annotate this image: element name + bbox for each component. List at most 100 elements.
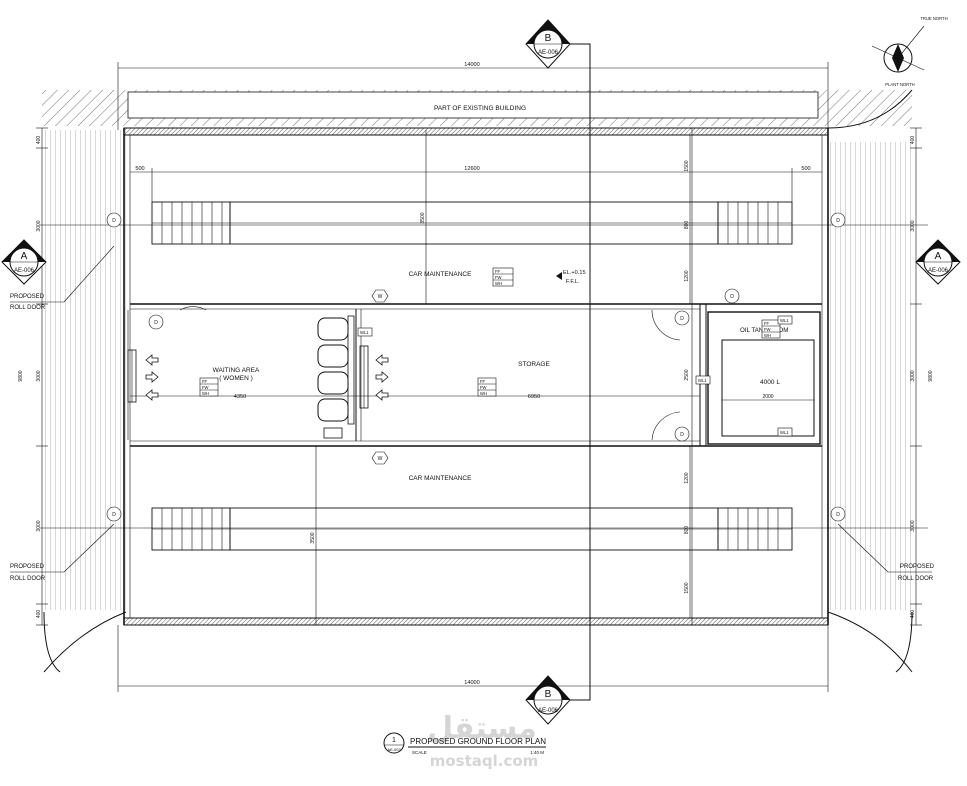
svg-text:D: D: [836, 512, 840, 518]
svg-text:FF: FF: [202, 379, 208, 384]
building-walls: [123, 127, 829, 626]
existing-building: PART OF EXISTING BUILDING: [42, 90, 912, 126]
dim-bay-top-right: 3000: [910, 220, 916, 231]
svg-text:AE-006: AE-006: [928, 268, 949, 274]
door-tag-roll-left-top: D: [106, 212, 122, 228]
door-tag-roll-right-top: D: [830, 212, 846, 228]
svg-text:B: B: [545, 689, 552, 700]
dim-pit-depth-top: 3500: [420, 212, 426, 223]
dim-inner-width: 12600: [464, 166, 480, 172]
dim-bay-mid-right: 3000: [910, 370, 916, 381]
door-tag-waiting: D: [148, 314, 164, 330]
finish-tag-maintenance: FF FW WH: [492, 267, 514, 287]
maintenance-pit-bottom: [151, 507, 793, 551]
watermark: مستقل mostaql.com: [427, 711, 538, 770]
wall-tag-3: WL1: [777, 315, 793, 325]
door-tag-storage-top: D: [674, 310, 690, 326]
left-ramp-arc: [43, 611, 127, 673]
svg-text:D: D: [680, 316, 684, 322]
waiting-seats: [317, 315, 355, 439]
section-marker-b-bottom: B AE-006: [525, 675, 571, 725]
svg-text:W: W: [378, 456, 383, 462]
svg-text:D: D: [730, 294, 734, 300]
svg-text:مستقل: مستقل: [427, 711, 537, 746]
dim-end-left: 500: [135, 166, 144, 172]
window-tag-top: W: [371, 289, 389, 303]
svg-text:PROPOSED: PROPOSED: [10, 294, 45, 300]
dim-bay-bottom-left: 3000: [36, 520, 42, 531]
svg-text:WH: WH: [764, 333, 771, 338]
door-swing-storage-top: [651, 309, 681, 341]
room-waiting-area-sub: ( WOMEN ): [219, 375, 253, 382]
svg-text:WL1: WL1: [780, 318, 789, 323]
svg-text:B: B: [545, 33, 552, 44]
svg-text:WL1: WL1: [780, 430, 789, 435]
dim-tank-width: 2000: [762, 394, 773, 400]
room-car-maintenance-bottom: CAR MAINTENANCE: [409, 475, 473, 482]
dim-depth-right: 9800: [928, 370, 934, 381]
dim-bay-bottom-right: 3000: [910, 520, 916, 531]
svg-text:PLANT NORTH: PLANT NORTH: [885, 82, 914, 87]
svg-text:mostaql.com: mostaql.com: [430, 752, 539, 770]
dim-waiting-width: 4350: [234, 394, 246, 400]
finish-tag-storage: FF FW WH: [477, 377, 497, 397]
dim-v1200-top: 1200: [684, 270, 690, 281]
dim-storage-width: 6950: [528, 394, 540, 400]
dim-v800-top: 800: [684, 221, 690, 230]
title-ref: AE-003: [387, 747, 401, 752]
right-ramp-top-arc: [827, 89, 913, 129]
dim-bay-mid-left: 3000: [36, 370, 42, 381]
svg-text:WH: WH: [495, 281, 502, 286]
dim-v800-bottom: 800: [684, 526, 690, 535]
svg-text:D: D: [112, 218, 116, 224]
dim-bay-top-left: 3000: [36, 220, 42, 231]
svg-text:A: A: [935, 251, 942, 262]
dim-end-right: 500: [801, 166, 810, 172]
svg-text:D: D: [680, 432, 684, 438]
door-swing-storage-bottom: [651, 411, 681, 441]
dim-edge-bottom-right: 400: [910, 610, 916, 619]
north-arrow-icon: N TRUE NORTH PLANT NORTH: [871, 16, 948, 87]
svg-text:ROLL DOOR: ROLL DOOR: [10, 305, 46, 311]
svg-text:TRUE NORTH: TRUE NORTH: [920, 16, 947, 21]
door-swing-waiting: [179, 306, 207, 311]
door-tag-roll-left-bottom: D: [106, 506, 122, 522]
section-marker-b-top: B AE-006: [525, 19, 571, 69]
svg-text:FW: FW: [495, 275, 502, 280]
title-number: 1: [392, 737, 396, 744]
dim-depth-left: 9800: [18, 370, 24, 381]
svg-text:FF: FF: [764, 321, 770, 326]
room-waiting-area: WAITING AREA: [213, 367, 260, 374]
svg-text:WL1: WL1: [698, 378, 707, 383]
dim-edge-top-left: 400: [36, 136, 42, 145]
dim-edge-bottom-left: 400: [36, 610, 42, 619]
dim-pit-depth-bottom: 3500: [310, 532, 316, 543]
svg-text:D: D: [154, 320, 158, 326]
dim-overall-top: 14000: [464, 62, 480, 68]
room-car-maintenance-top: CAR MAINTENANCE: [409, 271, 473, 278]
svg-text:FW: FW: [764, 327, 771, 332]
door-tag-storage-bottom: D: [674, 426, 690, 442]
dim-store-depth: 2500: [684, 369, 690, 380]
svg-text:EL.+0.15: EL.+0.15: [563, 270, 586, 276]
finish-tag-waiting: FF FW WH: [199, 377, 219, 397]
svg-text:A: A: [21, 251, 28, 262]
section-marker-a-left: A AE-006: [1, 239, 47, 285]
svg-text:WH: WH: [480, 391, 487, 396]
finish-tag-oil-tank: FF FW WH: [761, 319, 781, 339]
svg-text:ROLL DOOR: ROLL DOOR: [10, 576, 46, 582]
dim-edge-top-right: 400: [910, 136, 916, 145]
existing-building-label: PART OF EXISTING BUILDING: [434, 105, 526, 112]
tank-capacity-label: 4000 L: [760, 379, 780, 386]
roll-door-left-bottom: PROPOSED ROLL DOOR: [10, 523, 115, 582]
dim-v1200-bottom: 1200: [684, 472, 690, 483]
svg-text:N: N: [896, 58, 900, 64]
svg-text:AE-006: AE-006: [538, 50, 559, 56]
level-mark: EL.+0.15 F.F.L.: [556, 270, 586, 285]
svg-text:AE-006: AE-006: [14, 268, 35, 274]
right-ramp-curve: [895, 611, 913, 673]
svg-text:PROPOSED: PROPOSED: [10, 564, 45, 570]
dim-v1500-top: 1500: [684, 160, 690, 171]
title-block: 1 AE-003 PROPOSED GROUND FLOOR PLAN SCAL…: [383, 732, 546, 755]
svg-text:F.F.L.: F.F.L.: [566, 279, 580, 285]
